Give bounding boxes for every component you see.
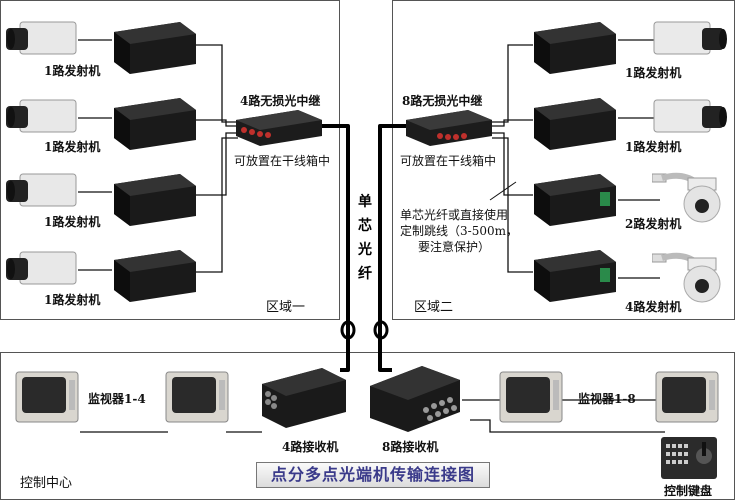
right-transmitter-label-1: 1路发射机 <box>625 66 682 80</box>
camera-right-1 <box>652 18 728 64</box>
right-transmitter-label-2: 1路发射机 <box>625 140 682 154</box>
keyboard-label: 控制键盘 <box>664 484 713 498</box>
fiber-note-line-2: 定制跳线（3-500m， <box>400 224 518 238</box>
transmitter-left-1 <box>110 14 200 80</box>
control-keyboard <box>660 436 718 484</box>
receiver-8ch <box>366 356 466 440</box>
zone-one-label: 区域一 <box>266 300 306 315</box>
left-transmitter-label-4: 1路发射机 <box>44 293 101 307</box>
transmitter-left-2 <box>110 90 200 156</box>
monitor-left-2 <box>164 370 230 428</box>
fiber-note-line-1: 单芯光纤或直接使用 <box>400 208 509 222</box>
repeater-right <box>404 106 496 152</box>
right-repeater-title: 8路无损光中继 <box>402 94 483 108</box>
left-repeater-note: 可放置在干线箱中 <box>234 154 331 168</box>
dome-camera-right-3 <box>651 168 732 228</box>
right-repeater-note: 可放置在干线箱中 <box>400 154 497 168</box>
left-transmitter-label-2: 1路发射机 <box>44 140 101 154</box>
monitor-left-label: 监视器1-4 <box>88 392 146 406</box>
control-center-label: 控制中心 <box>20 476 73 491</box>
right-transmitter-label-3: 2路发射机 <box>625 217 682 231</box>
monitor-right-label: 监视器1-8 <box>578 392 636 406</box>
monitor-right-1 <box>498 370 564 428</box>
left-transmitter-label-1: 1路发射机 <box>44 64 101 78</box>
monitor-right-2 <box>654 370 720 428</box>
left-repeater-title: 4路无损光中继 <box>240 94 321 108</box>
camera-left-2 <box>6 96 78 142</box>
transmitter-right-4 <box>530 242 620 308</box>
diagram-caption: 点分多点光端机传输连接图 <box>256 462 490 488</box>
dome-camera-right-4 <box>651 248 732 308</box>
transmitter-right-2 <box>530 90 620 156</box>
left-transmitter-label-3: 1路发射机 <box>44 215 101 229</box>
camera-right-2 <box>652 96 728 142</box>
receiver-left-label: 4路接收机 <box>282 440 339 454</box>
fiber-note-line-3: 要注意保护） <box>418 240 491 254</box>
camera-left-4 <box>6 248 78 294</box>
single-core-fiber-label: 单芯光纤 <box>358 194 372 282</box>
right-transmitter-label-4: 4路发射机 <box>625 300 682 314</box>
monitor-left-1 <box>14 370 80 428</box>
receiver-right-label: 8路接收机 <box>382 440 439 454</box>
receiver-4ch <box>258 358 350 438</box>
transmitter-left-4 <box>110 242 200 308</box>
repeater-left <box>234 106 326 152</box>
transmitter-right-1 <box>530 14 620 80</box>
zone-two-label: 区域二 <box>414 300 454 315</box>
camera-left-3 <box>6 170 78 216</box>
transmitter-right-3 <box>530 166 620 232</box>
transmitter-left-3 <box>110 166 200 232</box>
camera-left-1 <box>6 18 78 64</box>
